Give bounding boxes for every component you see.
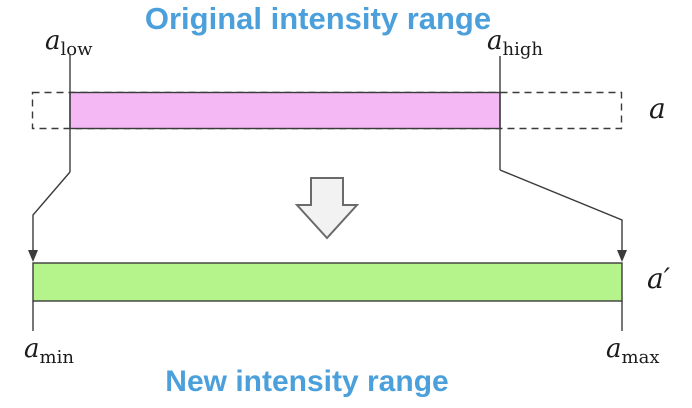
right-arrowhead-icon: [617, 250, 627, 262]
original-intensity-range-bar: [69, 91, 501, 130]
label-a: a: [649, 92, 666, 125]
transform-down-arrow-icon: [294, 177, 360, 240]
label-a-prime: a′: [647, 262, 671, 295]
mapping-arrowheads: [28, 250, 627, 262]
left-arrowhead-icon: [28, 250, 38, 262]
label-a-max: amax: [606, 334, 659, 368]
right-mapping-line: [499, 169, 623, 256]
new-range-title: New intensity range: [165, 365, 448, 398]
new-intensity-range-bar: [32, 262, 623, 302]
label-a-high: ahigh: [487, 26, 543, 60]
label-a-min: amin: [24, 334, 74, 368]
original-range-title: Original intensity range: [145, 1, 491, 36]
diagram-linework: [31, 55, 623, 331]
left-mapping-line: [32, 171, 71, 256]
label-a-low: alow: [45, 26, 93, 60]
